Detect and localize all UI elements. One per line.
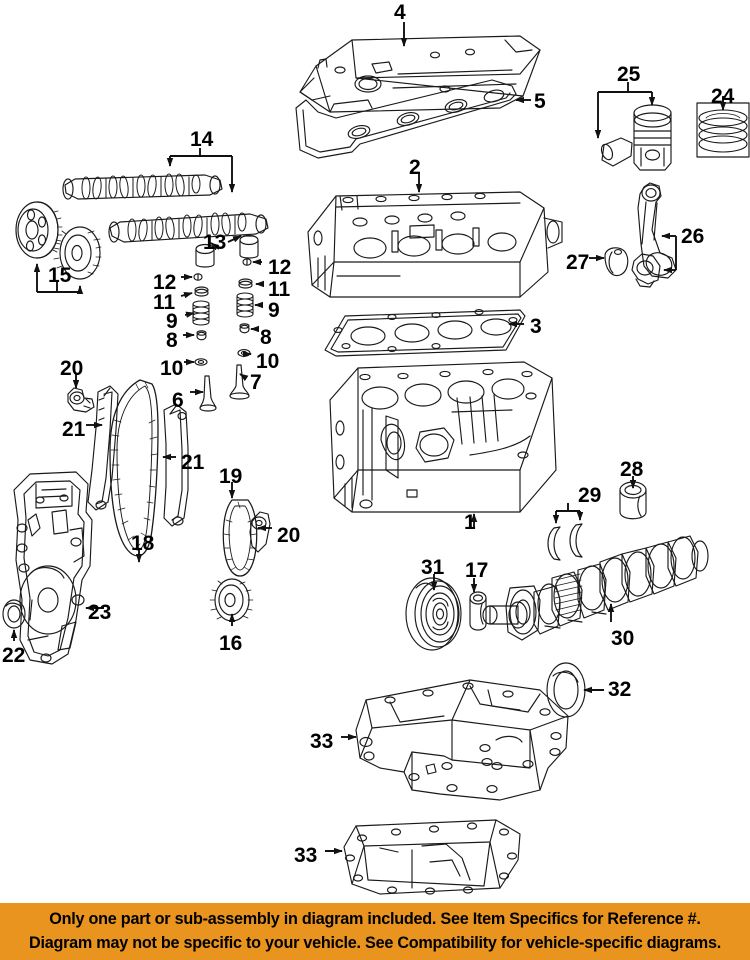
part-chain-tensioner: [67, 387, 95, 413]
callout-32: 32: [608, 678, 632, 701]
callout-bracket-lines: [33, 82, 727, 524]
callout-10a: 10: [160, 357, 184, 380]
part-piston-pin: [600, 137, 633, 167]
callout-10b: 10: [256, 350, 280, 373]
callout-18: 18: [131, 532, 155, 555]
part-oil-pan-upper: [355, 679, 569, 801]
callout-4: 4: [394, 1, 406, 24]
part-intake-valve: [199, 375, 217, 412]
part-cylinder-head-gasket: [324, 309, 526, 357]
part-oil-pump-chain-tensioner: [249, 511, 271, 553]
part-timing-chain-guide-left: [87, 385, 119, 511]
part-engine-block: [329, 361, 557, 513]
part-connecting-rod-cap: [631, 253, 661, 288]
part-main-bearing: [619, 481, 647, 520]
part-thrust-washer-left: [547, 526, 561, 561]
callout-7: 7: [250, 371, 262, 394]
part-piston-ring-set: [696, 102, 750, 158]
part-cylinder-head: [307, 191, 563, 298]
part-valve-keeper-left: [193, 273, 203, 281]
callout-25: 25: [617, 63, 641, 86]
part-exhaust-valve: [229, 364, 250, 400]
disclaimer-line-2: Diagram may not be specific to your vehi…: [29, 933, 721, 952]
callout-2: 2: [409, 156, 421, 179]
callout-24: 24: [711, 85, 735, 108]
callout-33a: 33: [310, 730, 334, 753]
callout-12a: 12: [153, 271, 177, 294]
part-valve-cover-gasket: [295, 79, 517, 159]
callout-11b: 11: [268, 278, 291, 301]
part-connecting-rod-bearing: [604, 247, 629, 277]
callout-14: 14: [190, 128, 214, 151]
part-camshaft-sprocket-timing: [53, 226, 102, 280]
callout-13: 13: [203, 231, 227, 254]
part-rear-main-seal: [546, 662, 586, 718]
part-valve-retainer-right: [238, 278, 253, 289]
callout-29: 29: [578, 484, 602, 507]
callout-19: 19: [219, 465, 243, 488]
callout-12b: 12: [268, 256, 292, 279]
disclaimer-line-1: Only one part or sub-assembly in diagram…: [49, 909, 701, 928]
callout-20b: 20: [277, 524, 301, 547]
part-crankshaft-front-seal: [469, 591, 487, 631]
callout-9a: 9: [166, 310, 178, 333]
part-camshaft-intake: [62, 173, 223, 200]
part-valve-lifter-right: [239, 234, 259, 259]
part-timing-chain-cover: [13, 471, 93, 665]
part-valve-spring-right: [236, 292, 254, 318]
callout-20a: 20: [60, 357, 84, 380]
callout-11a: 11: [153, 291, 176, 314]
callout-9b: 9: [268, 299, 280, 322]
part-valve-retainer-left: [194, 286, 209, 297]
callout-15: 15: [48, 264, 72, 287]
callout-8a: 8: [166, 329, 178, 352]
callout-21b: 21: [181, 451, 205, 474]
part-camshaft-exhaust: [108, 212, 269, 243]
callout-5: 5: [534, 90, 546, 113]
part-crankshaft-pulley: [405, 577, 462, 651]
callout-26: 26: [681, 225, 705, 248]
part-valve-keeper-right: [242, 258, 252, 266]
callout-17: 17: [465, 559, 489, 582]
part-valve-spring-seat-left: [194, 358, 208, 366]
part-valve-stem-seal-left: [196, 330, 207, 341]
engine-diagram-illustration: [2, 22, 750, 895]
callout-27: 27: [566, 251, 590, 274]
callout-1: 1: [464, 511, 476, 534]
part-valve-spring-seat-right: [237, 349, 251, 357]
callout-30: 30: [611, 627, 635, 650]
part-piston: [633, 104, 672, 171]
callout-8b: 8: [260, 326, 272, 349]
part-connecting-rod: [637, 182, 677, 279]
part-valve-spring-left: [192, 300, 210, 326]
part-thrust-washer-right: [569, 523, 583, 558]
part-front-crankshaft-seal: [2, 599, 26, 629]
callout-6: 6: [172, 389, 184, 412]
callout-3: 3: [530, 315, 542, 338]
disclaimer-banner: Only one part or sub-assembly in diagram…: [0, 903, 750, 960]
part-camshaft-sprocket-vvt: [15, 201, 63, 259]
part-timing-chain-guide-right: [163, 403, 189, 527]
callout-23: 23: [88, 601, 112, 624]
part-crankshaft: [482, 535, 709, 641]
part-valve-stem-seal-right: [239, 323, 250, 334]
part-valve-cover: [299, 35, 541, 113]
callout-21a: 21: [62, 418, 86, 441]
callout-28: 28: [620, 458, 644, 481]
callout-31: 31: [421, 556, 445, 579]
callout-16: 16: [219, 632, 243, 655]
callout-leader-lines: [10, 22, 637, 855]
callout-33b: 33: [294, 844, 318, 867]
callout-22: 22: [2, 644, 26, 667]
part-oil-pump-chain: [222, 499, 258, 577]
part-oil-pan-lower: [343, 819, 521, 895]
